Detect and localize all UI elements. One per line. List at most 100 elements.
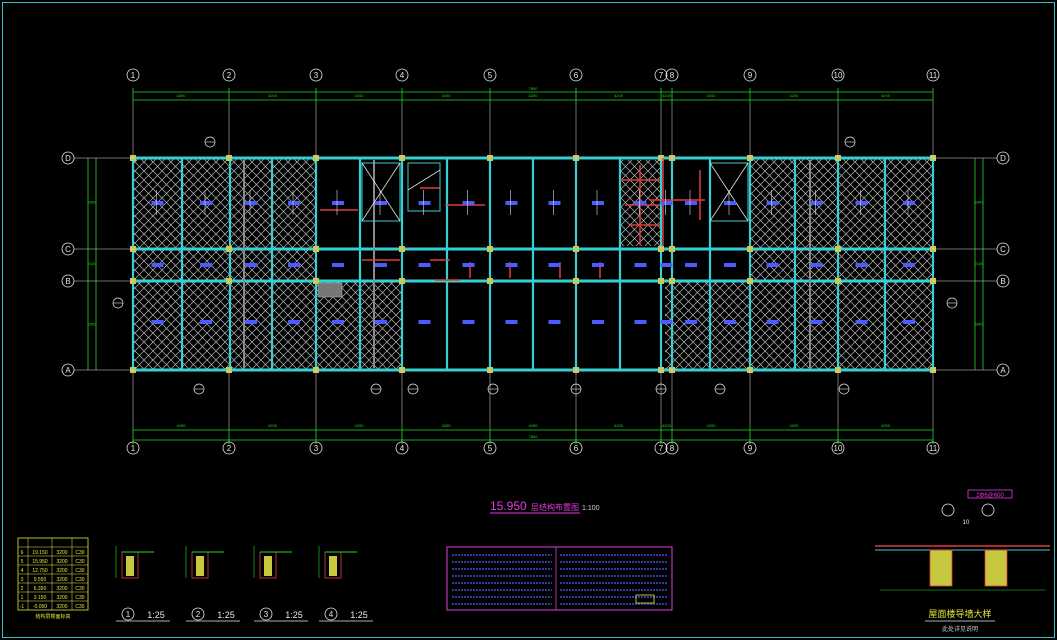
slab-tag — [200, 263, 212, 267]
column — [658, 246, 664, 252]
slab-tag — [505, 263, 518, 267]
dim-text-top: 4200 — [355, 93, 365, 98]
roof-wall — [984, 549, 1008, 587]
column — [313, 278, 319, 284]
dim-text-right: 3900 — [975, 322, 985, 327]
grid-bubble-col — [126, 441, 140, 455]
slab-tag — [592, 201, 604, 205]
detail-bubble — [259, 607, 273, 621]
hatch-cell — [272, 281, 316, 370]
detail-scale: 1:25 — [285, 610, 303, 620]
slab-tag — [462, 263, 475, 267]
grid-bubble-col — [926, 68, 940, 82]
dim-text-right: 2100 — [975, 261, 985, 266]
level-table-cell-conc: C30 — [75, 595, 84, 601]
dim-text-bottom: 4200 — [177, 423, 187, 428]
level-table-cell-conc: C30 — [75, 586, 84, 592]
plan-title: 15.950 层结构布置图 1:100 — [490, 499, 600, 514]
hatch-cell — [885, 281, 933, 370]
level-table-cell-no: 2 — [21, 586, 24, 592]
column — [835, 246, 841, 252]
grid-label-col: 6 — [574, 444, 579, 453]
column — [747, 278, 753, 284]
column — [747, 246, 753, 252]
dim-text-bottom: 4200 — [268, 423, 278, 428]
grid-label-row: B — [1000, 277, 1005, 286]
column — [573, 246, 579, 252]
hatch-cell — [795, 281, 838, 370]
dim-text-top: 4200 — [442, 93, 452, 98]
slab-tag — [592, 263, 604, 267]
grid-bubble-col — [654, 441, 668, 455]
detail-hatch — [196, 556, 204, 576]
slab-tag — [660, 263, 673, 267]
slab-tag — [288, 263, 300, 267]
level-table-cell-no: 4 — [21, 568, 24, 574]
dim-text-right: 3300 — [975, 200, 985, 205]
grid-label-col: 8 — [670, 71, 675, 80]
dim-text-top: 4200 — [177, 93, 187, 98]
dim-text-top: 4200 — [529, 93, 539, 98]
dim-text-bottom: 4200 — [707, 423, 717, 428]
grid-label-col: 5 — [488, 71, 493, 80]
level-table-cell-level: -0.050 — [33, 604, 47, 610]
slab-tag — [685, 320, 697, 324]
roof-bubble — [981, 503, 995, 517]
grid-bubble-col — [309, 441, 323, 455]
slab-tag — [766, 320, 779, 324]
column — [669, 278, 675, 284]
slab-tag — [151, 320, 164, 324]
grid-label-row: C — [65, 245, 71, 254]
grid-bubble-col — [743, 68, 757, 82]
slab-tag — [810, 263, 823, 267]
level-table-cell-conc: C30 — [75, 568, 84, 574]
level-table-cell-level: 6.350 — [34, 586, 47, 592]
dim-text-bottom: 4200 — [529, 423, 539, 428]
slab-tag — [462, 201, 475, 205]
detail-hatch — [329, 556, 337, 576]
grid-label-col: 3 — [314, 71, 319, 80]
level-table-cell-no: -1 — [20, 604, 25, 610]
detail-hatch — [264, 556, 272, 576]
slab-tag — [505, 320, 518, 324]
grid-label-col: 2 — [227, 71, 232, 80]
roof-wall — [929, 549, 953, 587]
slab-tag — [685, 201, 697, 205]
grid-label-row: C — [1000, 245, 1006, 254]
dim-text-top: 4200 — [662, 93, 672, 98]
hatch-cell — [710, 281, 750, 370]
roof-bubble — [941, 503, 955, 517]
detail-bubble — [191, 607, 205, 621]
slab-tag — [548, 201, 561, 205]
grid-label-col: 5 — [488, 444, 493, 453]
level-table-cell-level: 15.950 — [32, 559, 48, 565]
slab-tag — [505, 201, 518, 205]
level-table-cell-height: 3200 — [56, 568, 67, 574]
level-table-cell-no: 6 — [21, 550, 24, 556]
slab-tag — [634, 263, 647, 267]
dim-text-left: 2100 — [88, 261, 98, 266]
slab-tag — [548, 320, 561, 324]
slab-tag — [903, 201, 915, 205]
grid-label-col: 10 — [834, 71, 843, 80]
slab-tag — [375, 201, 387, 205]
slab-tag — [810, 320, 823, 324]
detail-scale: 1:25 — [217, 610, 235, 620]
slab-tag — [288, 320, 300, 324]
roof-detail-subtitle: 此处详见说明 — [942, 625, 978, 633]
dim-text-bottom: 4200 — [442, 423, 452, 428]
slab-tag — [375, 263, 387, 267]
slab-tag — [151, 263, 164, 267]
grid-label-col: 1 — [131, 444, 136, 453]
grid-bubble-col — [665, 441, 679, 455]
detail-hatch — [126, 556, 134, 576]
detail-number: 2 — [196, 610, 201, 619]
slab-tag — [375, 320, 387, 324]
slab-tag — [634, 320, 647, 324]
plan-title-text: 层结构布置图 — [531, 502, 579, 512]
level-table-cell-no: 5 — [21, 559, 24, 565]
level-table-cell-level: 3.150 — [34, 595, 47, 601]
grid-label-row: A — [65, 366, 71, 375]
detail-bubble — [121, 607, 135, 621]
grid-label-col: 1 — [131, 71, 136, 80]
